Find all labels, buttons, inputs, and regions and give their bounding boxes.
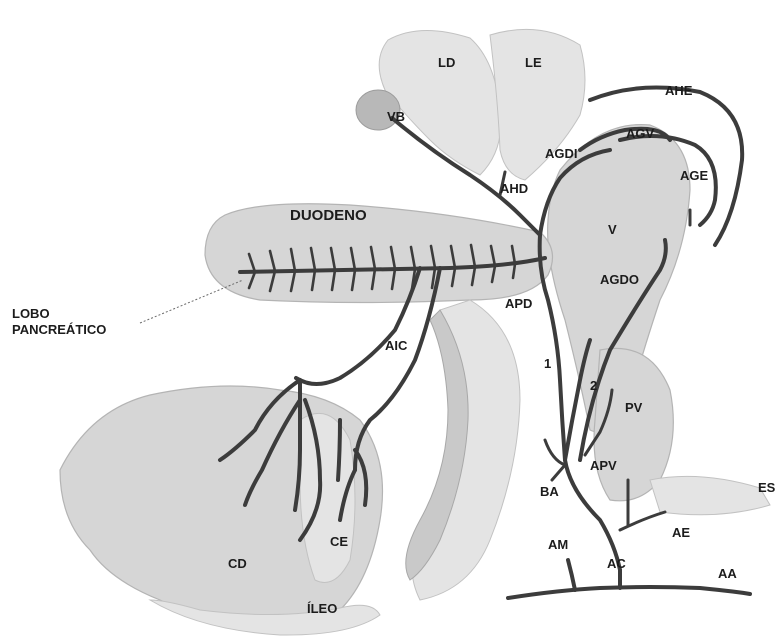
- label-cd: CD: [228, 556, 247, 571]
- vessel-am: [568, 560, 575, 590]
- label-1: 1: [544, 356, 551, 371]
- esophagus-region: [650, 476, 770, 514]
- label-lobo: LOBO: [12, 306, 50, 321]
- label-ileo: ÍLEO: [307, 601, 337, 616]
- label-ahe: AHE: [665, 83, 693, 98]
- label-vb: VB: [387, 109, 405, 124]
- vessel-aa: [508, 587, 750, 598]
- label-ac: AC: [607, 556, 626, 571]
- label-duodeno: DUODENO: [290, 207, 367, 224]
- label-ahd: AHD: [500, 181, 528, 196]
- label-ce: CE: [330, 534, 348, 549]
- label-age: AGE: [680, 168, 709, 183]
- label-es: ES: [758, 480, 776, 495]
- label-pancreatico: PANCREÁTICO: [12, 322, 106, 337]
- label-agdi: AGDI: [545, 146, 578, 161]
- label-ba: BA: [540, 484, 559, 499]
- label-v: V: [608, 222, 617, 237]
- label-pv: PV: [625, 400, 643, 415]
- label-le: LE: [525, 55, 542, 70]
- label-apv: APV: [590, 458, 617, 473]
- label-am: AM: [548, 537, 568, 552]
- label-2: 2: [590, 378, 597, 393]
- label-aic: AIC: [385, 338, 408, 353]
- label-aa: AA: [718, 566, 737, 581]
- label-apd: APD: [505, 296, 532, 311]
- duodenum: [205, 204, 553, 303]
- vessel-ce-3: [338, 420, 340, 480]
- label-agdo: AGDO: [600, 272, 639, 287]
- label-ae: AE: [672, 525, 690, 540]
- vessel-ba-2: [552, 465, 565, 480]
- label-agv: AGV: [626, 126, 655, 141]
- label-ld: LD: [438, 55, 455, 70]
